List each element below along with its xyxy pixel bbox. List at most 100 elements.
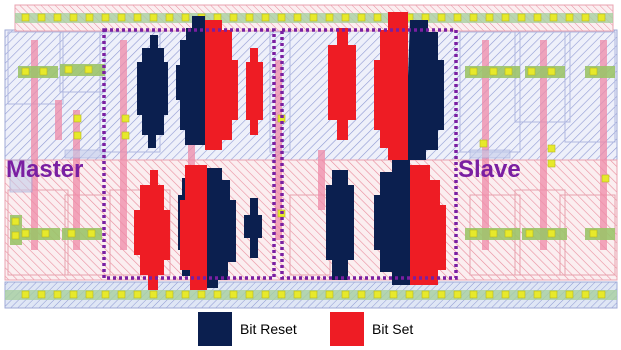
contact-square [21,67,30,76]
contact-square [581,290,590,299]
bit-reset-region [374,158,410,285]
n-well-region [4,159,618,281]
bit-set-region [410,165,446,285]
cell-layout-diagram [4,4,618,309]
contact-square [149,290,158,299]
contact-square [245,13,254,22]
contact-square [421,13,430,22]
contact-square [469,229,478,238]
contact-square [84,65,93,74]
contact-square [405,290,414,299]
contact-square [373,290,382,299]
contact-square [261,13,270,22]
contact-square [85,13,94,22]
contact-square [67,229,76,238]
bit-reset-region [326,170,354,280]
contact-square [69,290,78,299]
contact-square [117,13,126,22]
contact-square [39,67,48,76]
contact-square [357,290,366,299]
bit-set-region [328,28,356,140]
legend-item-bit-reset: Bit Reset [198,312,297,346]
contact-square [453,13,462,22]
contact-square [504,229,513,238]
contact-square [485,13,494,22]
contact-square [437,290,446,299]
contact-square [485,290,494,299]
bit-set-region [205,20,238,150]
contact-square [469,13,478,22]
contact-square [277,13,286,22]
contact-square [501,290,510,299]
contact-square [213,290,222,299]
contact-square [504,67,513,76]
contact-square [565,13,574,22]
contact-square [229,13,238,22]
contact-square [469,290,478,299]
contact-square [149,13,158,22]
contact-square [245,290,254,299]
contact-square [41,229,50,238]
contact-square [479,139,488,148]
contact-square [325,13,334,22]
contact-square [547,229,556,238]
contact-square [547,67,556,76]
contact-square [73,131,82,140]
contact-square [469,67,478,76]
contact-square [581,13,590,22]
contact-square [165,290,174,299]
contact-square [121,131,130,140]
contact-square [101,13,110,22]
bit-reset-region [207,168,236,288]
bit-reset-label: Bit Reset [240,321,297,337]
contact-square [261,290,270,299]
contact-square [213,13,222,22]
contact-square [309,290,318,299]
contact-square [121,114,130,123]
contact-square [533,13,542,22]
contact-square [325,290,334,299]
slave-region-box [280,28,458,280]
bit-set-region [374,12,408,160]
contact-square [64,65,73,74]
contact-square [37,13,46,22]
legend: Bit Reset Bit Set [0,312,621,350]
contact-square [21,13,30,22]
contact-square [309,13,318,22]
contact-square [133,290,142,299]
contact-square [181,13,190,22]
bit-set-regions [134,12,446,290]
contact-square [341,290,350,299]
contact-square [601,174,610,183]
contact-square [197,290,206,299]
contact-square [293,290,302,299]
contact-square [117,290,126,299]
contact-square [589,229,598,238]
contact-square [53,290,62,299]
metal-lines [9,149,511,193]
contact-square [389,290,398,299]
contact-square [357,13,366,22]
contact-square [165,13,174,22]
contact-square [547,159,556,168]
contact-square [53,13,62,22]
master-region-label: Master [6,156,84,183]
p-well-region [4,29,618,161]
contact-square [277,290,286,299]
contact-squares [11,13,610,299]
contact-square [21,229,30,238]
contact-square [11,217,20,226]
contact-square [181,290,190,299]
contact-square [21,290,30,299]
contact-square [101,290,110,299]
contact-square [73,114,82,123]
contact-square [37,290,46,299]
contact-square [597,290,606,299]
contact-square [527,67,536,76]
bit-reset-region [405,20,444,160]
contact-square [85,290,94,299]
bit-reset-swatch [198,312,232,346]
contact-square [293,13,302,22]
contact-square [597,13,606,22]
